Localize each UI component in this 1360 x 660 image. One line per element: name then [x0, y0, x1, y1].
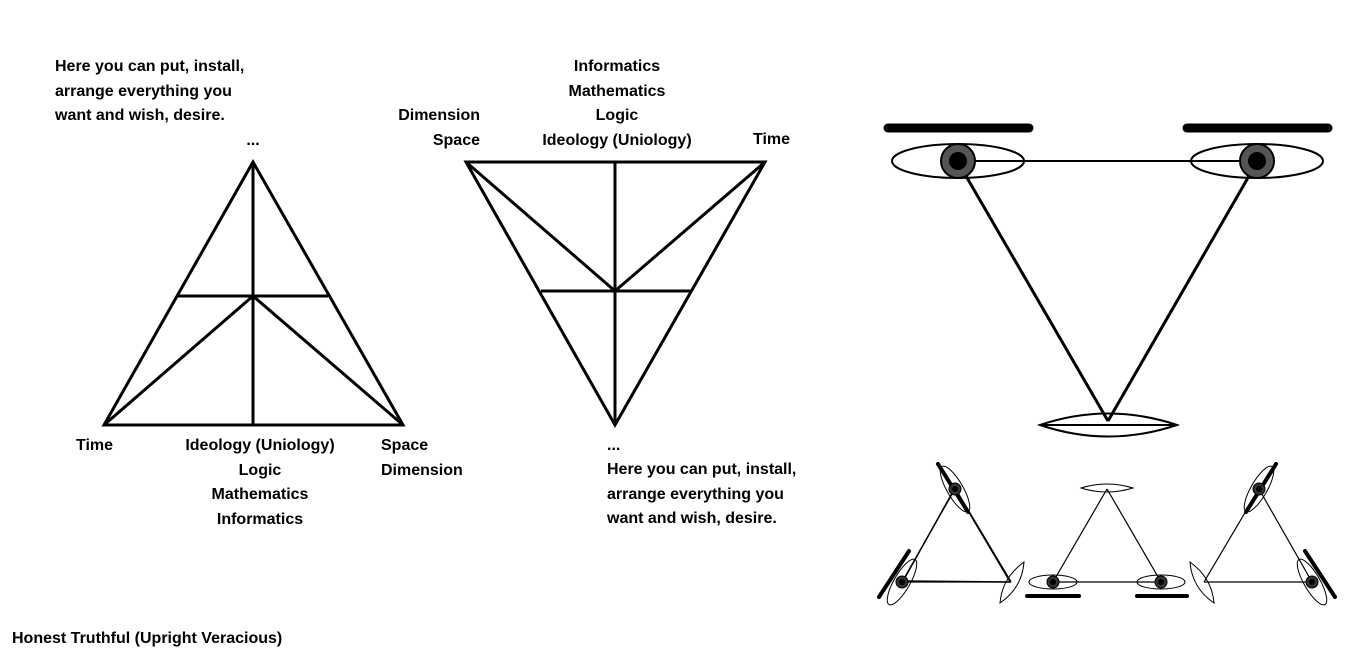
left-note-line-2: arrange everything you — [55, 82, 232, 100]
small-figure-b — [1025, 483, 1189, 598]
footer-caption: Honest Truthful (Upright Veracious) — [12, 630, 283, 647]
left-note-line-3: want and wish, desire. — [55, 107, 225, 124]
left-center-line-3: Mathematics — [211, 486, 309, 503]
left-right-labels: Space Dimension — [381, 434, 463, 483]
middle-note: Here you can put, install, arrange every… — [607, 458, 796, 532]
left-right-line-1: Space — [381, 437, 429, 454]
middle-center-labels: Informatics Mathematics Logic Ideology (… — [517, 55, 717, 153]
middle-time-label: Time — [753, 131, 791, 148]
left-apex-label: ... — [246, 132, 260, 149]
middle-center-line-2: Mathematics — [568, 82, 666, 100]
middle-apex-label: ... — [607, 437, 621, 454]
small-figure-c — [1189, 462, 1337, 606]
inverted-triangle — [463, 160, 768, 429]
middle-left-labels: Dimension Space — [370, 104, 480, 153]
middle-center-line-1: Informatics — [573, 58, 661, 75]
left-center-line-2: Logic — [238, 461, 282, 479]
middle-note-line-2: arrange everything you — [607, 485, 784, 503]
left-note: Here you can put, install, arrange every… — [55, 55, 244, 129]
middle-left-line-1: Dimension — [398, 107, 480, 124]
left-right-line-2: Dimension — [381, 461, 463, 479]
left-center-line-4: Informatics — [216, 510, 304, 528]
left-center-labels: Ideology (Uniology) Logic Mathematics In… — [160, 434, 360, 532]
eye-triangle-figure — [883, 123, 1333, 438]
upright-triangle — [101, 158, 406, 427]
middle-note-line-1: Here you can put, install, — [607, 461, 797, 478]
left-time-label: Time — [76, 437, 114, 454]
left-note-line-1: Here you can put, install, — [55, 58, 245, 75]
middle-center-line-4: Ideology (Uniology) — [542, 131, 692, 149]
middle-center-line-3: Logic — [595, 107, 639, 124]
small-figure-a — [877, 462, 1025, 606]
middle-note-line-3: want and wish, desire. — [607, 510, 777, 527]
left-center-line-1: Ideology (Uniology) — [185, 437, 335, 454]
middle-left-line-2: Space — [432, 131, 480, 149]
